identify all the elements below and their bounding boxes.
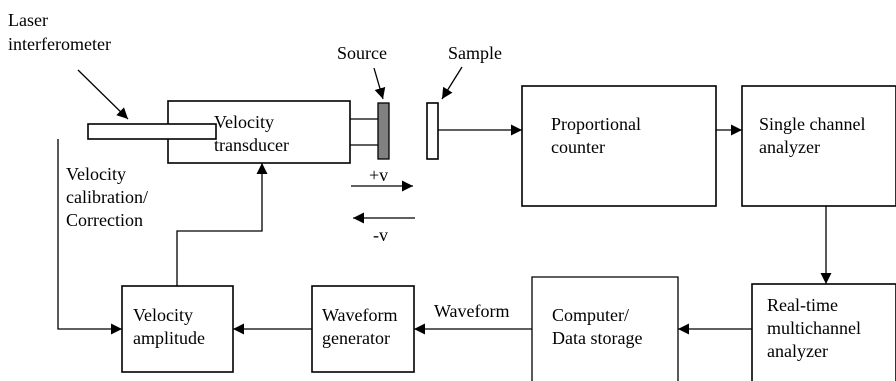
- realtime-label-line3: analyzer: [767, 341, 828, 361]
- velocity-transducer-label-line2: transducer: [214, 135, 289, 155]
- laser-label-line2: interferometer: [8, 34, 111, 54]
- computer-label-line1: Computer/: [552, 305, 629, 325]
- realtime-label-line1: Real-time: [767, 295, 838, 315]
- waveform-generator-box: [311, 285, 415, 373]
- proportional-counter-label-line2: counter: [551, 137, 605, 157]
- proportional-counter-label-line1: Proportional: [551, 114, 641, 134]
- source-element: [377, 102, 390, 160]
- calibration-label-line3: Correction: [66, 210, 143, 230]
- realtime-label-line2: multichannel: [767, 318, 861, 338]
- sample-label: Sample: [448, 43, 502, 63]
- calibration-label-line2: calibration/: [66, 187, 148, 207]
- amplitude-to-transducer-arrow: [176, 163, 268, 286]
- laser-interferometer-rod: [87, 123, 217, 140]
- calibration-label-line1: Velocity: [66, 164, 126, 184]
- velocity-amplitude-label-line1: Velocity: [133, 305, 193, 325]
- waveform-generator-label-line2: generator: [322, 328, 390, 348]
- waveform-arrow-label: Waveform: [434, 301, 510, 321]
- sample-element: [426, 102, 439, 160]
- velocity-transducer-label-line1: Velocity: [214, 112, 274, 132]
- single-channel-analyzer-box: [741, 85, 896, 207]
- proportional-counter-box: [521, 85, 717, 207]
- plus-v-label: +v: [369, 165, 388, 185]
- source-pointer-arrow: [373, 67, 386, 100]
- computer-label-line2: Data storage: [552, 328, 642, 348]
- velocity-amplitude-label-line2: amplitude: [133, 328, 205, 348]
- single-channel-label-line2: analyzer: [759, 137, 820, 157]
- single-channel-label-line1: Single channel: [759, 114, 865, 134]
- sample-pointer-arrow: [441, 66, 463, 100]
- laser-label-line1: Laser: [8, 10, 48, 30]
- source-label: Source: [337, 43, 387, 63]
- realtime-mca-box: [751, 283, 896, 381]
- minus-v-label: -v: [373, 225, 388, 245]
- calibration-loop-arrow: [57, 139, 122, 335]
- laser-pointer-arrow: [77, 69, 129, 120]
- waveform-generator-label-line1: Waveform: [322, 305, 398, 325]
